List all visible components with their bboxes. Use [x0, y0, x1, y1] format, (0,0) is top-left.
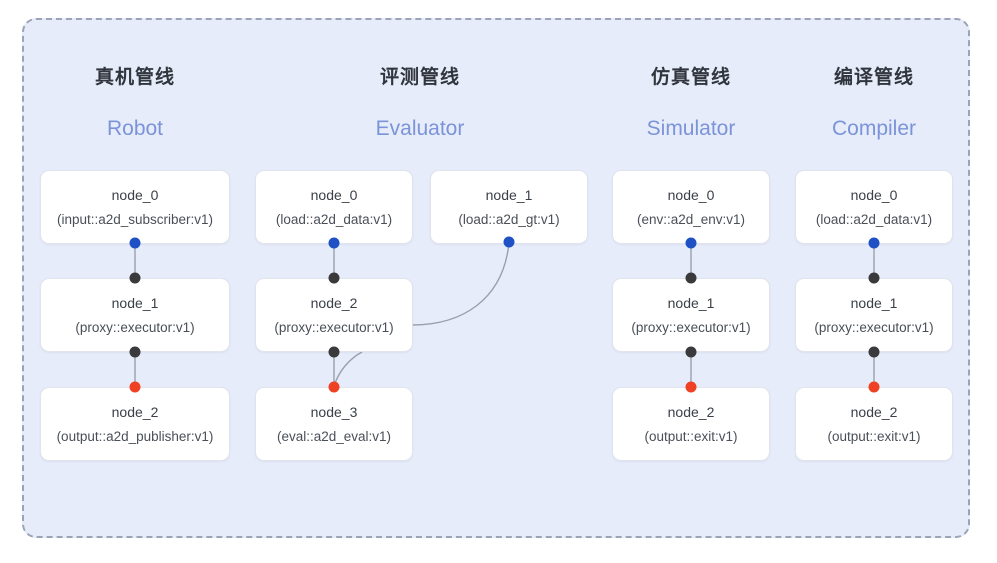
port-output-robot-0[interactable] — [129, 237, 141, 249]
node-title: node_1 — [850, 295, 898, 311]
node-title: node_1 — [485, 187, 533, 203]
node-subtitle: (proxy::executor:v1) — [814, 320, 934, 335]
port-input-simulator-2[interactable] — [685, 381, 697, 393]
node-subtitle: (env::a2d_env:v1) — [636, 212, 746, 227]
port-output-simulator-1[interactable] — [685, 346, 697, 358]
node-title: node_0 — [667, 187, 715, 203]
node-card-simulator-0[interactable]: node_0 (env::a2d_env:v1) — [612, 170, 770, 244]
node-title: node_0 — [850, 187, 898, 203]
port-output-compiler-0[interactable] — [868, 237, 880, 249]
port-input-compiler-2[interactable] — [868, 381, 880, 393]
node-subtitle: (load::a2d_data:v1) — [815, 212, 933, 227]
node-card-robot-0[interactable]: node_0 (input::a2d_subscriber:v1) — [40, 170, 230, 244]
node-subtitle: (eval::a2d_eval:v1) — [276, 429, 392, 444]
port-input-compiler-1[interactable] — [868, 272, 880, 284]
node-card-robot-2[interactable]: node_2 (output::a2d_publisher:v1) — [40, 387, 230, 461]
node-title: node_2 — [310, 295, 358, 311]
node-card-compiler-0[interactable]: node_0 (load::a2d_data:v1) — [795, 170, 953, 244]
node-card-evaluator-3[interactable]: node_3 (eval::a2d_eval:v1) — [255, 387, 413, 461]
node-card-simulator-2[interactable]: node_2 (output::exit:v1) — [612, 387, 770, 461]
node-card-evaluator-0[interactable]: node_0 (load::a2d_data:v1) — [255, 170, 413, 244]
node-card-evaluator-gt[interactable]: node_1 (load::a2d_gt:v1) — [430, 170, 588, 244]
port-input-evaluator-2[interactable] — [328, 272, 340, 284]
node-subtitle: (input::a2d_subscriber:v1) — [56, 212, 214, 227]
node-subtitle: (load::a2d_gt:v1) — [458, 212, 560, 227]
node-card-robot-1[interactable]: node_1 (proxy::executor:v1) — [40, 278, 230, 352]
node-subtitle: (proxy::executor:v1) — [75, 320, 195, 335]
node-title: node_1 — [667, 295, 715, 311]
port-output-evaluator-0[interactable] — [328, 237, 340, 249]
node-title: node_2 — [850, 404, 898, 420]
node-title: node_1 — [111, 295, 159, 311]
port-input-robot-2[interactable] — [129, 381, 141, 393]
node-card-compiler-2[interactable]: node_2 (output::exit:v1) — [795, 387, 953, 461]
port-output-evaluator-gt[interactable] — [503, 236, 515, 248]
node-subtitle: (output::a2d_publisher:v1) — [56, 429, 214, 444]
node-subtitle: (proxy::executor:v1) — [631, 320, 751, 335]
port-output-robot-1[interactable] — [129, 346, 141, 358]
node-subtitle: (output::exit:v1) — [644, 429, 738, 444]
node-title: node_2 — [111, 404, 159, 420]
node-card-simulator-1[interactable]: node_1 (proxy::executor:v1) — [612, 278, 770, 352]
node-card-compiler-1[interactable]: node_1 (proxy::executor:v1) — [795, 278, 953, 352]
node-title: node_0 — [111, 187, 159, 203]
port-output-evaluator-2[interactable] — [328, 346, 340, 358]
port-input-evaluator-3[interactable] — [328, 381, 340, 393]
node-subtitle: (output::exit:v1) — [827, 429, 921, 444]
node-title: node_0 — [310, 187, 358, 203]
node-title: node_3 — [310, 404, 358, 420]
node-title: node_2 — [667, 404, 715, 420]
port-output-simulator-0[interactable] — [685, 237, 697, 249]
port-output-compiler-1[interactable] — [868, 346, 880, 358]
node-card-evaluator-2[interactable]: node_2 (proxy::executor:v1) — [255, 278, 413, 352]
port-input-simulator-1[interactable] — [685, 272, 697, 284]
node-subtitle: (proxy::executor:v1) — [274, 320, 394, 335]
port-input-robot-1[interactable] — [129, 272, 141, 284]
node-subtitle: (load::a2d_data:v1) — [275, 212, 393, 227]
